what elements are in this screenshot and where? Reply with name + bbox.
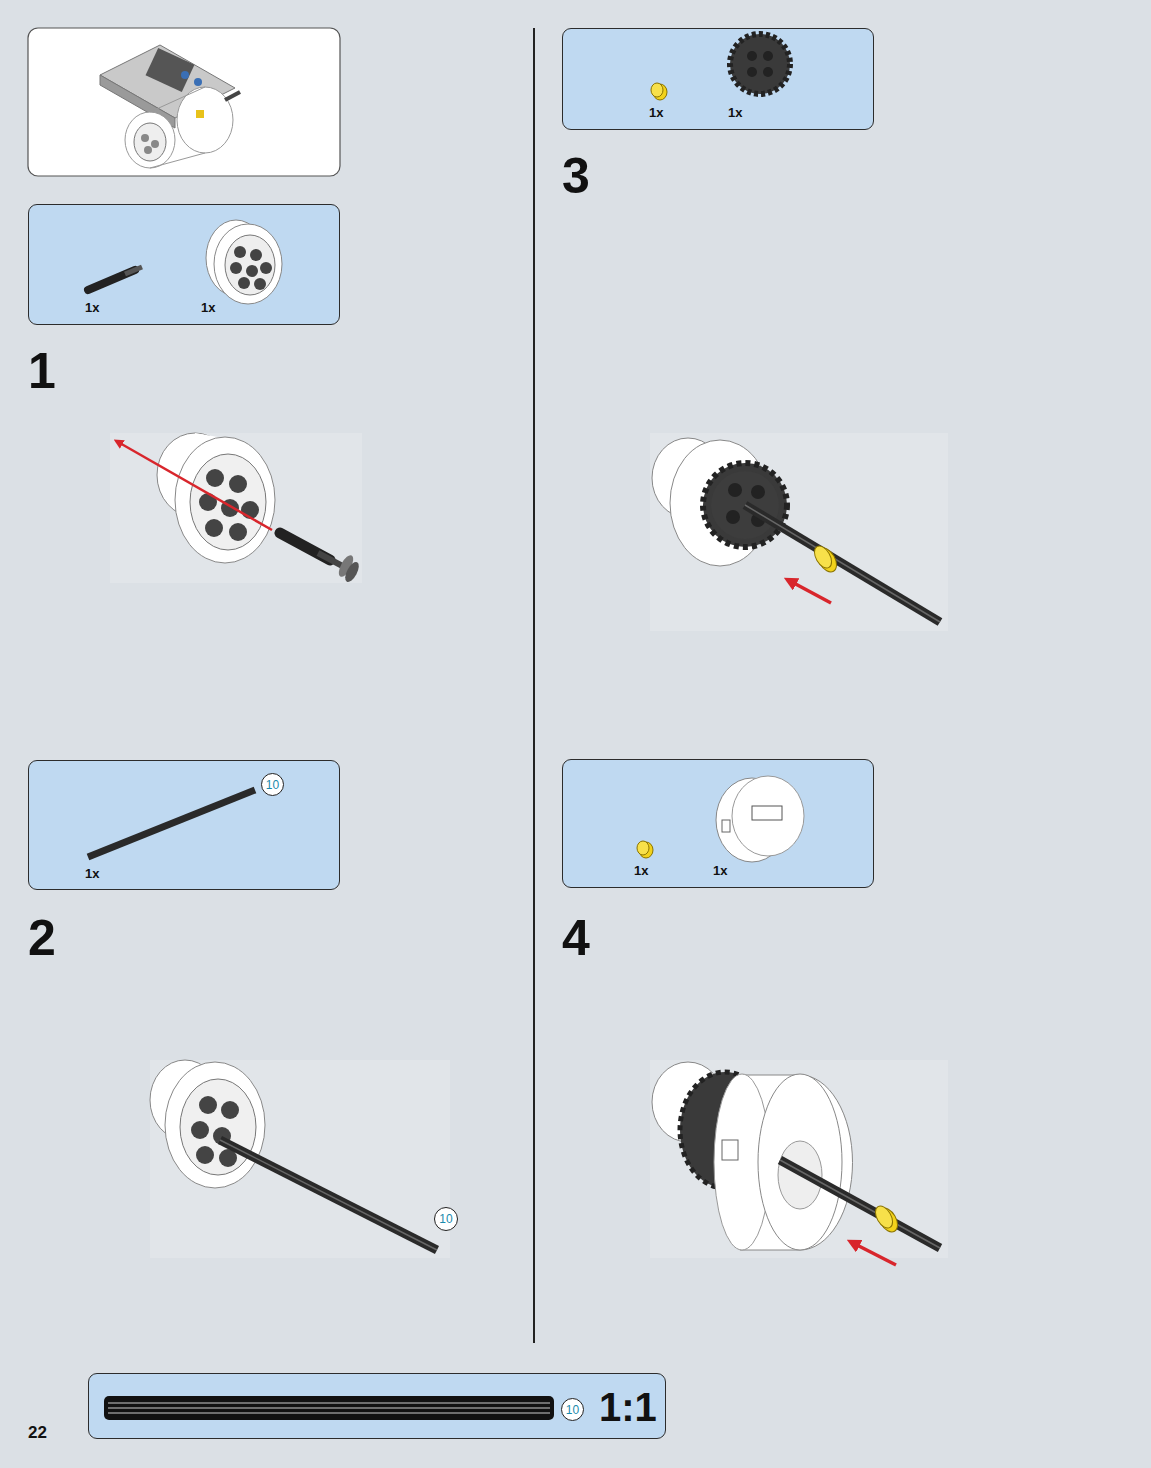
parts-callout: 1x 1x bbox=[562, 759, 874, 888]
parts-callout: 1x 1x bbox=[562, 28, 874, 130]
scale-bar bbox=[104, 1396, 554, 1420]
scale-text: 1:1 bbox=[599, 1387, 657, 1427]
step-2-illustration bbox=[150, 1060, 450, 1258]
callout-number: 10 bbox=[266, 779, 279, 791]
step-3-illustration bbox=[650, 433, 948, 631]
quantity: 1x bbox=[85, 301, 99, 314]
scale-callout: 1:1 10 bbox=[88, 1373, 666, 1439]
step-number: 2 bbox=[28, 913, 56, 963]
step-number: 4 bbox=[562, 913, 590, 963]
step-4-illustration bbox=[650, 1060, 948, 1265]
gear bbox=[730, 34, 790, 94]
callout-number: 10 bbox=[439, 1213, 452, 1225]
quantity: 1x bbox=[713, 864, 727, 877]
submodel-thumbnail bbox=[28, 28, 340, 176]
callout-number: 10 bbox=[566, 1404, 579, 1416]
callout-number: 10 bbox=[434, 1207, 458, 1231]
quantity: 1x bbox=[649, 106, 663, 119]
quantity: 1x bbox=[634, 864, 648, 877]
callout-number: 10 bbox=[261, 773, 284, 796]
divider bbox=[533, 28, 535, 1343]
callout-number: 10 bbox=[561, 1398, 584, 1421]
axle-part bbox=[88, 790, 255, 857]
quantity: 1x bbox=[728, 106, 742, 119]
step-1-illustration bbox=[110, 433, 362, 584]
white-drum bbox=[716, 776, 804, 862]
quantity: 1x bbox=[85, 867, 99, 880]
quantity: 1x bbox=[201, 301, 215, 314]
bush bbox=[637, 841, 653, 858]
step-number: 1 bbox=[28, 346, 56, 396]
connector-pin bbox=[88, 267, 142, 290]
step-number: 3 bbox=[562, 151, 590, 201]
wheel-hub bbox=[206, 220, 282, 304]
parts-callout: 1x 1x bbox=[28, 204, 340, 325]
page-number: 22 bbox=[28, 1424, 47, 1441]
bush bbox=[651, 83, 667, 100]
parts-callout: 1x 10 bbox=[28, 760, 340, 890]
